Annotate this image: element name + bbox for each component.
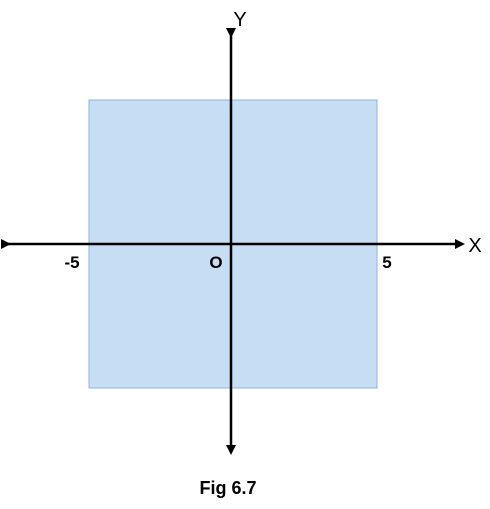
tick-label-5: 5 [382, 253, 391, 272]
figure-caption: Fig 6.7 [199, 478, 256, 498]
origin-label: O [209, 253, 222, 272]
tick-label-minus-5: -5 [64, 253, 79, 272]
x-axis-label: X [468, 235, 481, 257]
y-axis-label: Y [233, 9, 246, 31]
